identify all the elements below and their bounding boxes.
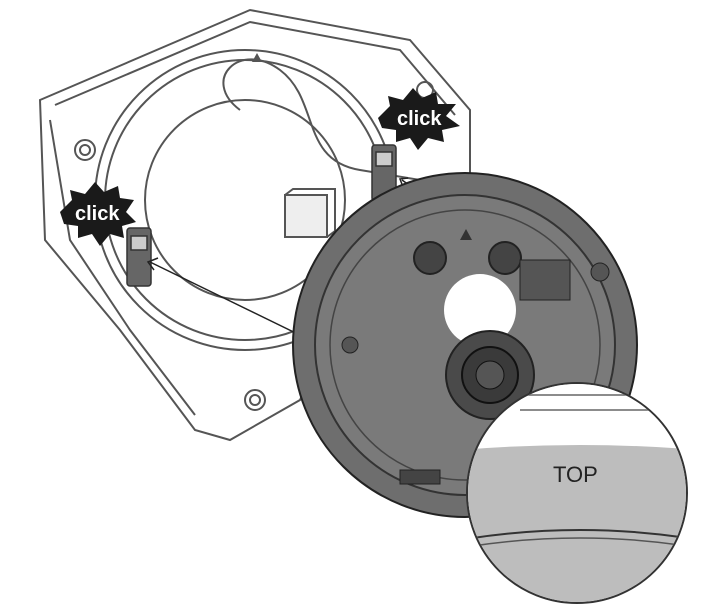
click-callout-left: click: [60, 182, 136, 246]
left-clip: [126, 227, 152, 287]
click-callout-right: click: [378, 88, 460, 150]
mounting-housing: [38, 8, 471, 442]
right-clip: [371, 144, 397, 202]
click-label-right: click: [397, 108, 442, 130]
top-label: TOP: [553, 462, 598, 487]
click-label-left: click: [75, 203, 120, 225]
